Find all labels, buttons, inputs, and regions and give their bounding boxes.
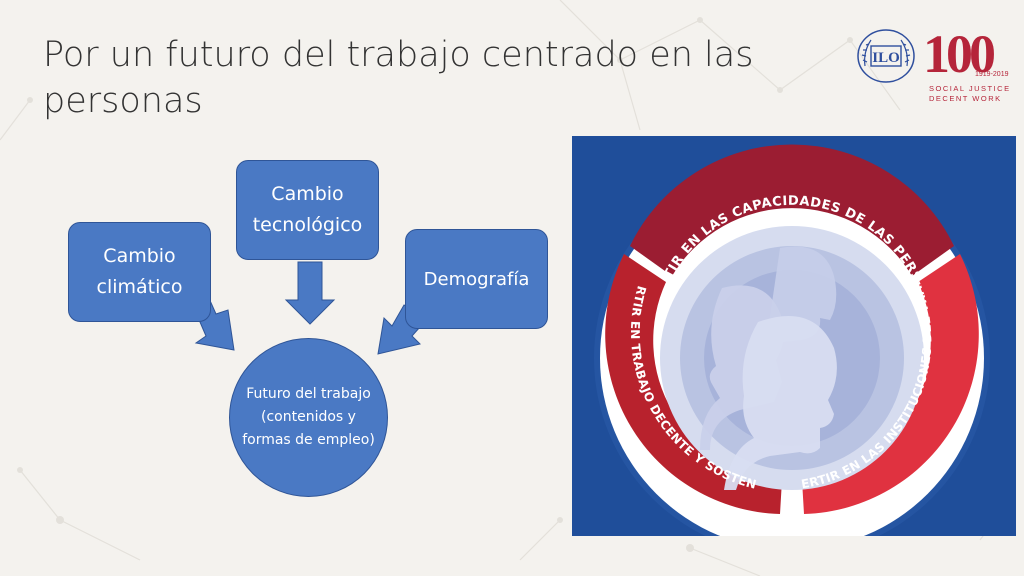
ilo-emblem-text: ILO [872,50,900,66]
pillar-segment-institutions [802,254,979,514]
driver-climate-change: Cambio climático [68,222,211,322]
driver-technological-change: Cambio tecnológico [236,160,379,260]
outcome-future-of-work: Futuro del trabajo (contenidos y formas … [229,338,388,497]
arrow-tech-to-future [284,261,336,325]
driver-demography: Demografía [405,229,548,329]
pillar-segment-capacities [630,144,954,276]
pillar-segment-decent-work [605,254,782,514]
tagline-social-justice: SOCIAL JUSTICE [929,84,1011,93]
people-silhouettes-icon [700,246,837,490]
pillars-svg: INVERTIR EN LAS CAPACIDADES DE LAS PERSO… [572,136,990,536]
tagline-decent-work: DECENT WORK [929,94,1002,103]
centenary-years: 1919-2019 [975,71,1009,78]
ilo-emblem-icon: ILO [857,29,915,83]
centenary-number: 100 [923,24,996,84]
pillars-graphic: INVERTIR EN LAS CAPACIDADES DE LAS PERSO… [572,136,1016,536]
centenary-logo: 100 1919-2019 SOCIAL JUSTICE DECENT WORK [923,24,1015,108]
ilo-logo-area: ILO 100 1919-2019 SOCIAL JUSTICE DECENT … [855,24,1015,108]
slide-title: Por un futuro del trabajo centrado en la… [43,35,754,121]
